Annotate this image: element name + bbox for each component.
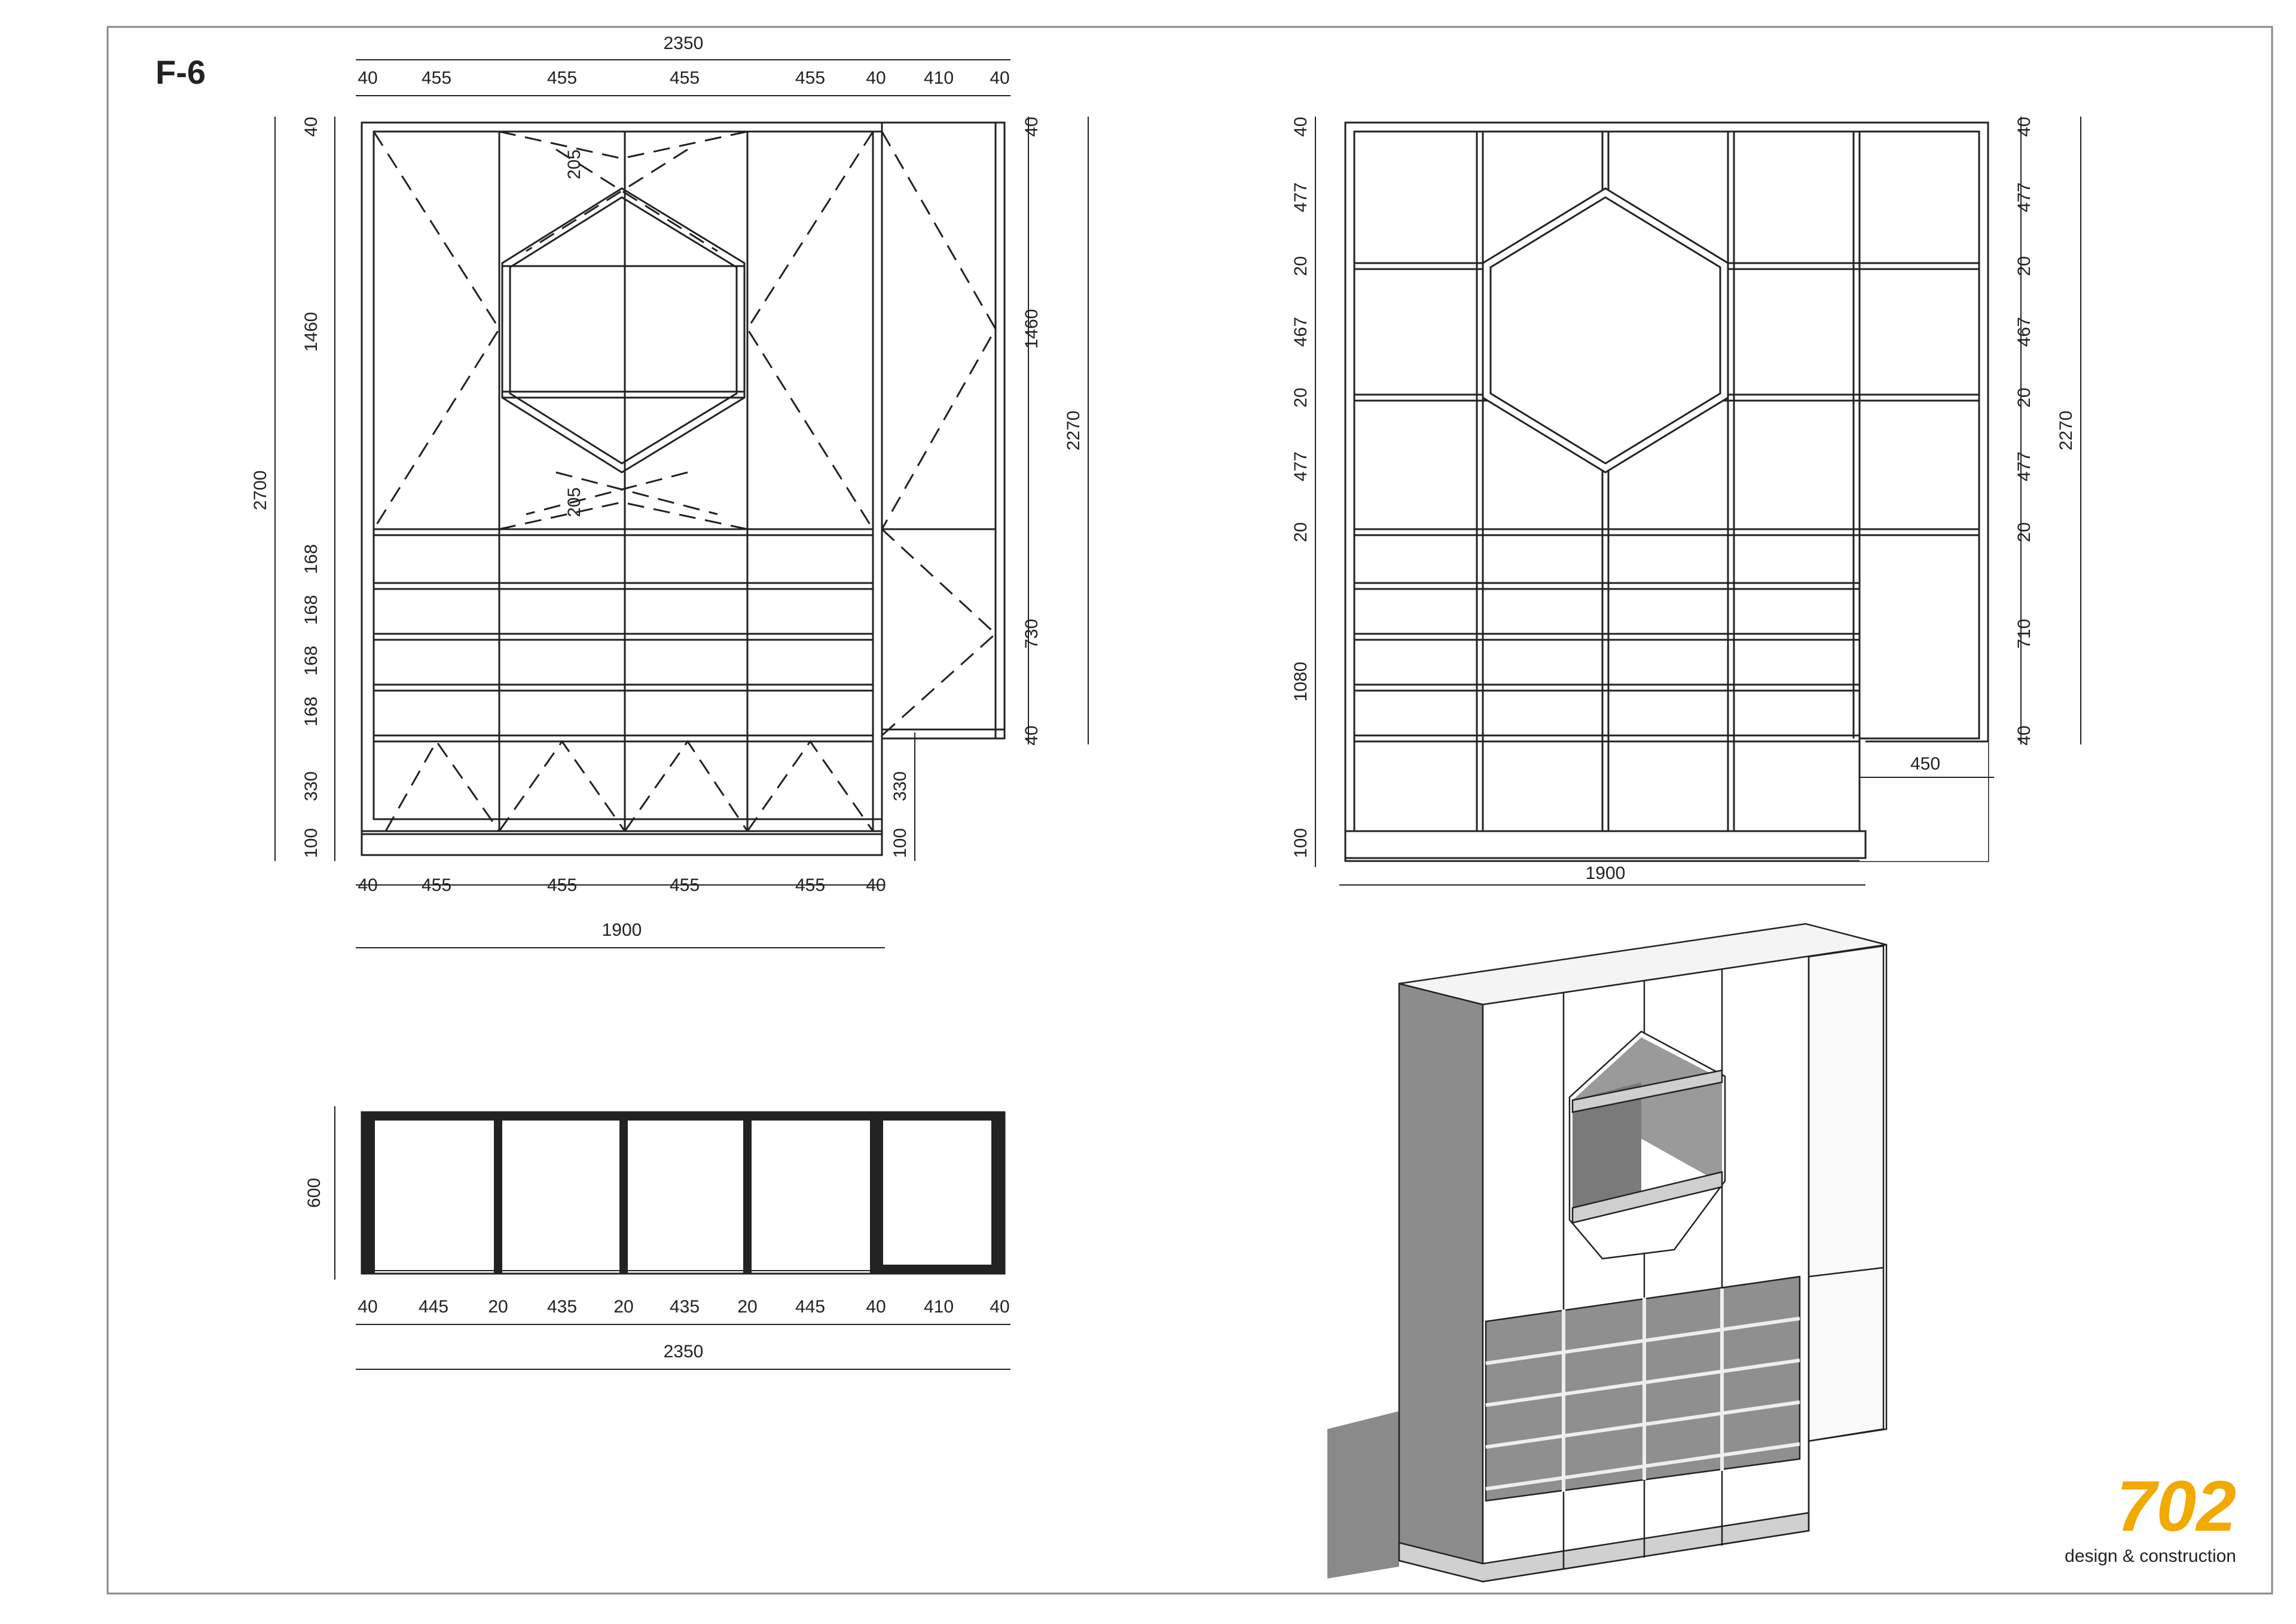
rear-right-part: 20 [2014,256,2034,276]
front-left-overall: 2700 [251,471,270,511]
rear-left-part: 477 [1291,451,1311,481]
logo-number: 702 [2117,1466,2236,1546]
front-left-part: 40 [301,117,321,136]
front-left-part: 168 [301,544,321,574]
plan-bottom-part: 445 [419,1297,448,1317]
front-top-part: 455 [547,68,577,88]
perspective-side-panel [1398,982,1484,1583]
front-hexagon-outer [501,187,746,474]
front-bottom-part: 455 [795,875,825,895]
plan-dimension-lines [334,1106,1010,1370]
front-left-part: 168 [301,646,321,676]
front-right-part: 730 [1022,619,1042,649]
front-right-part: 40 [1022,117,1042,136]
front-left-part: 1460 [301,312,321,352]
plan-bottom-part: 40 [866,1297,886,1317]
rear-right-part: 40 [2014,725,2034,745]
rear-elevation [1344,121,1989,862]
front-right-section [881,121,1006,740]
plan-bottom-part: 40 [990,1297,1009,1317]
plan-outline [361,1111,1006,1275]
perspective-view [1327,923,1888,1583]
rear-step-width: 450 [1910,754,1940,774]
front-bottom-part: 40 [866,875,886,895]
rear-bottom-total: 1900 [1586,863,1626,883]
sheet-code: F-6 [155,53,206,91]
front-hex-offset: 205 [564,149,584,179]
logo-tagline: design & construction [2065,1546,2236,1566]
front-hexagon-inner [509,196,738,465]
plan-bottom-part: 445 [795,1297,825,1317]
rear-left-part: 1080 [1291,662,1311,702]
front-dimension-lines [274,59,1089,948]
rear-right-part: 467 [2014,317,2034,347]
plan-depth: 600 [304,1178,324,1208]
front-top-part: 40 [990,68,1009,88]
front-top-part: 410 [924,68,954,88]
front-elevation [361,121,1006,856]
front-door-swing-lines [373,130,997,832]
rear-right-part: 40 [2014,117,2034,136]
plan-bottom-total: 2350 [664,1342,704,1362]
front-bottom-part: 455 [422,875,451,895]
front-outer-body [361,121,883,835]
rear-left-part: 477 [1291,182,1311,212]
front-left-part: 168 [301,595,321,625]
front-bottom-total: 1900 [602,920,642,940]
front-right-overall: 2270 [1064,411,1083,451]
plan-bottom-part: 20 [488,1297,508,1317]
front-left-part: 330 [301,771,321,801]
rear-dimension-lines [1315,117,2081,886]
rear-left-part: 20 [1291,522,1311,542]
front-inner-body [373,130,883,820]
rear-left-part: 20 [1291,256,1311,276]
perspective-cubbies [1485,1275,1801,1502]
front-left-part: 100 [301,828,321,858]
rear-hexagon-outer [1482,187,1729,474]
sheet-border [106,26,2273,1595]
plan-bottom-part: 410 [924,1297,954,1317]
plan-bottom-part: 435 [670,1297,700,1317]
front-plinth-right: 330 [890,771,910,801]
front-bottom-part: 40 [358,875,377,895]
front-hex-offset: 205 [564,487,584,517]
front-bottom-part: 455 [670,875,700,895]
front-bottom-part: 455 [547,875,577,895]
plan-view [361,1111,1006,1275]
plan-bottom-part: 435 [547,1297,577,1317]
plan-bottom-part: 40 [358,1297,377,1317]
front-right-part: 1460 [1022,309,1042,349]
front-top-part: 455 [670,68,700,88]
rear-right-part: 477 [2014,451,2034,481]
rear-right-part: 710 [2014,619,2034,649]
plan-bottom-part: 20 [613,1297,633,1317]
rear-left-part: 100 [1291,828,1311,858]
company-logo: 702 design & construction [2065,1466,2236,1566]
rear-left-part: 40 [1291,117,1311,136]
rear-right-part: 20 [2014,387,2034,407]
front-left-part: 168 [301,697,321,726]
rear-left-part: 467 [1291,317,1311,347]
rear-right-part: 20 [2014,522,2034,542]
front-top-total: 2350 [664,33,704,53]
rear-hexagon-inner [1489,196,1721,465]
rear-right-overall: 2270 [2056,411,2076,451]
front-top-part: 455 [422,68,451,88]
front-plinth-right: 100 [890,828,910,858]
plan-bottom-part: 20 [737,1297,757,1317]
front-top-part: 455 [795,68,825,88]
front-right-part: 40 [1022,725,1042,745]
front-top-part: 40 [358,68,377,88]
front-top-part: 40 [866,68,886,88]
rear-right-part: 477 [2014,182,2034,212]
rear-left-part: 20 [1291,387,1311,407]
